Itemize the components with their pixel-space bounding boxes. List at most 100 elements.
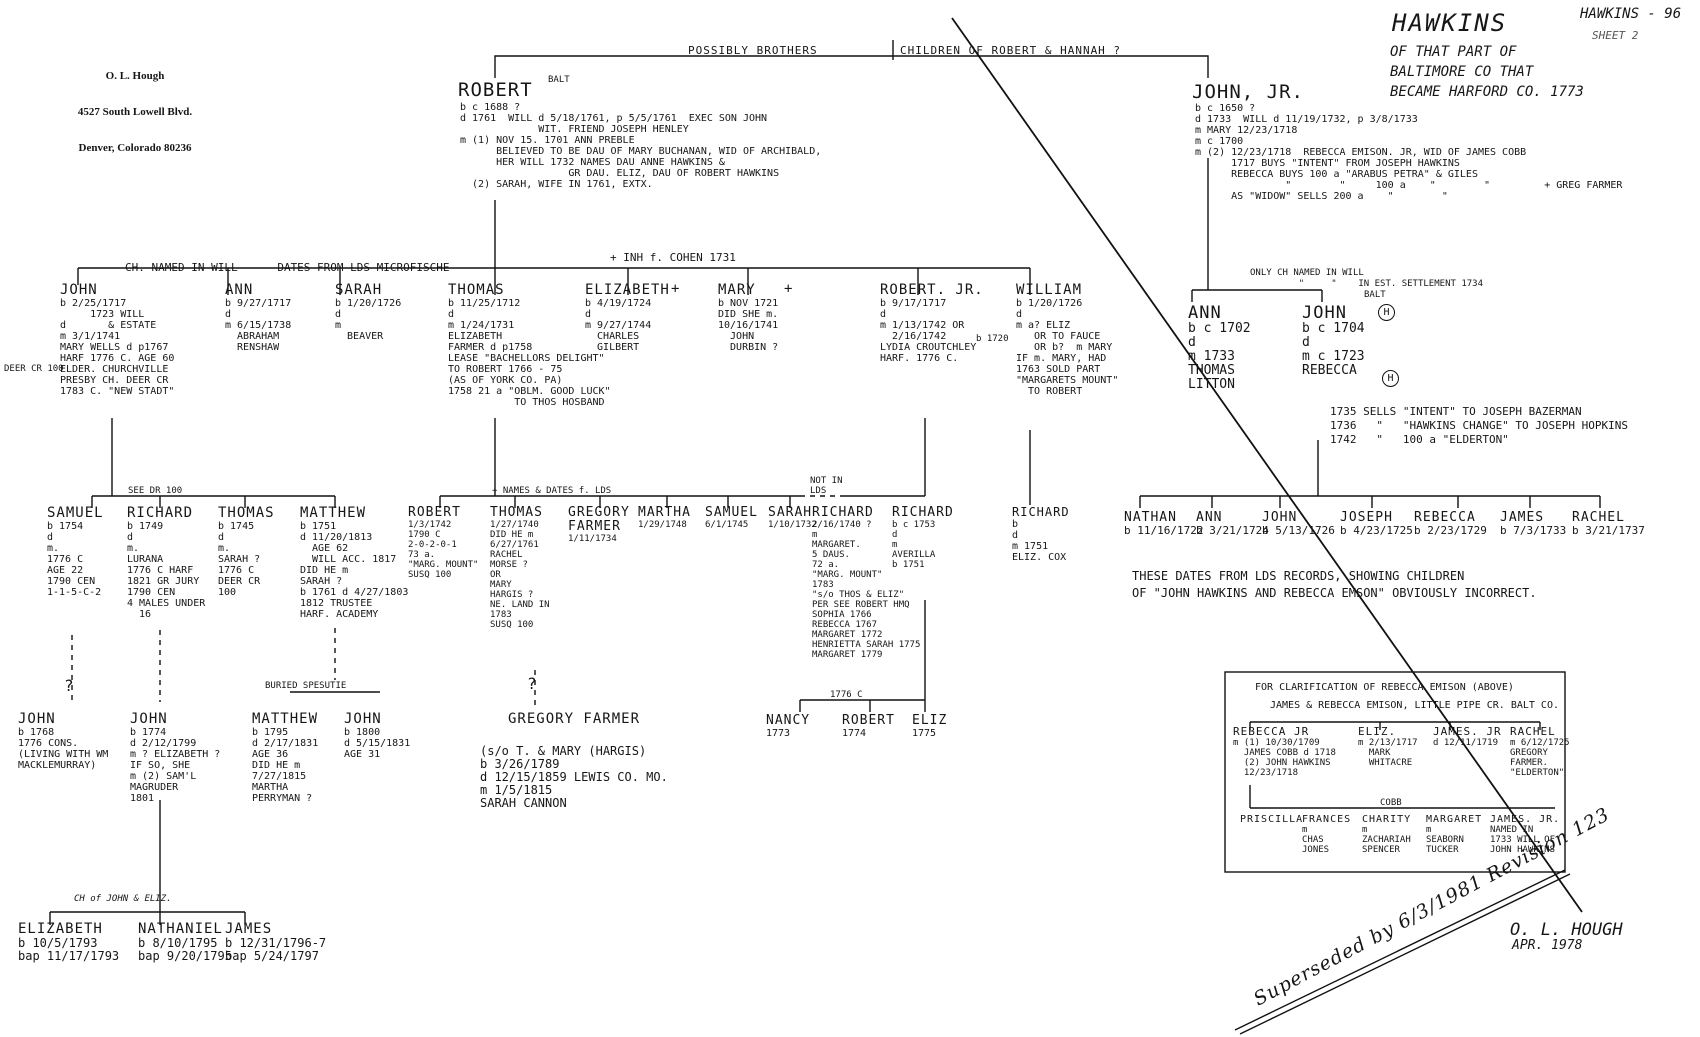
detail-line: "MARG. MOUNT": [812, 570, 883, 580]
person-name: ELIZ: [912, 713, 948, 728]
detail-line: bap 9/20/1795: [138, 949, 232, 963]
census-1776-note: 1776 C: [830, 690, 863, 700]
detail-line: (AS OF YORK CO. PA): [448, 375, 563, 386]
detail-line: DURBIN ?: [718, 342, 779, 353]
detail-line: d 2/17/1831: [252, 738, 319, 749]
person-name: RACHEL: [1572, 510, 1625, 525]
detail-line: m 1733: [1188, 349, 1235, 364]
detail-line: b c 1650 ?: [1195, 103, 1256, 114]
detail-line: SUSQ 100: [408, 570, 452, 580]
clarification-box: [1224, 671, 1566, 873]
clarification-parents: JAMES & REBECCA EMISON, LITTLE PIPE CR. …: [1270, 700, 1559, 711]
detail-line: CHARLES: [585, 331, 640, 342]
person-name: JOHN: [344, 711, 382, 727]
person-name: ANN: [1196, 510, 1223, 525]
possibly-brothers-label: POSSIBLY BROTHERS: [688, 44, 818, 57]
detail-line: OR b? m MARY: [1016, 342, 1113, 353]
detail-line: FARMER d p1758: [448, 342, 533, 353]
clarification-title: FOR CLARIFICATION OF REBECCA EMISON (ABO…: [1255, 682, 1514, 693]
person-details: 1/29/1748: [638, 520, 691, 530]
detail-line: b c 1753: [892, 520, 936, 530]
person-name: SARAH: [768, 505, 813, 520]
john-jr-only-children-note: ONLY CH NAMED IN WILL " " IN EST. SETTLE…: [1250, 268, 1483, 290]
detail-line: b 1774: [130, 727, 167, 738]
detail-line: m MARY 12/23/1718: [1195, 125, 1298, 136]
diagonal-strike-line: [951, 17, 1583, 913]
detail-line: SUSQ 100: [490, 620, 534, 630]
detail-line: TO THOS HOSBAND: [448, 397, 605, 408]
signature-name: O. L. HOUGH: [1510, 920, 1623, 940]
person-name: CHARITY: [1362, 814, 1412, 825]
detail-line: LURANA: [127, 554, 164, 565]
detail-line: 5 DAUS.: [812, 550, 850, 560]
detail-line: d 12/15/1859 LEWIS CO. MO.: [480, 770, 668, 784]
detail-line: SEABORN: [1426, 835, 1464, 845]
person-name: NANCY: [766, 713, 811, 728]
detail-line: b NOV 1721: [718, 298, 779, 309]
detail-line: 1812 TRUSTEE: [300, 598, 373, 609]
person-name: ELIZABETH: [18, 921, 103, 937]
person-details: d 12/11/1719: [1433, 738, 1502, 748]
person-name: FRANCES: [1302, 814, 1352, 825]
person-details: 1/11/1734: [568, 534, 638, 544]
detail-line: MARGARET 1779: [812, 650, 883, 660]
detail-line: bap 5/24/1797: [225, 949, 319, 963]
detail-line: 1717 BUYS "INTENT" FROM JOSEPH HAWKINS: [1195, 158, 1460, 169]
person-details: 1774: [842, 728, 895, 739]
detail-line: " " IN EST. SETTLEMENT 1734: [1250, 279, 1483, 289]
author-name: O. L. Hough: [105, 70, 165, 82]
detail-line: b 1/20/1726: [1016, 298, 1083, 309]
detail-line: m 3/1/1741: [60, 331, 121, 342]
detail-line: 1736 " "HAWKINS CHANGE" TO JOSEPH HOPKIN…: [1330, 419, 1629, 432]
person-name: ROBERT. JR.: [880, 282, 984, 298]
detail-line: 1783: [812, 580, 834, 590]
detail-line: 1742 " 100 a "ELDERTON": [1330, 433, 1509, 446]
detail-line: (2) JOHN HAWKINS: [1233, 758, 1331, 768]
detail-line: d 1761 WILL d 5/18/1761, p 5/5/1761 EXEC…: [460, 113, 768, 124]
subtitle: OF THAT PART OF BALTIMORE CO THAT BECAME…: [1390, 44, 1584, 100]
detail-line: b c 1688 ?: [460, 102, 521, 113]
superseded-underline-2: [1239, 873, 1571, 1035]
detail-line: b 12/31/1796-7: [225, 936, 327, 950]
children-of-label: CHILDREN OF ROBERT & HANNAH ?: [900, 44, 1122, 57]
detail-line: b 1761 d 4/27/1803: [300, 587, 409, 598]
detail-line: 1758 21 a "OBLM. GOOD LUCK": [448, 386, 611, 397]
detail-line: b 1795: [252, 727, 289, 738]
detail-line: 1790 CEN: [127, 587, 176, 598]
detail-line: m: [812, 530, 818, 540]
detail-line: b 10/5/1793: [18, 936, 98, 950]
john-grandchildren-note: CH of JOHN & ELIZ.: [74, 894, 172, 904]
detail-line: TO ROBERT 1766 - 75: [448, 364, 563, 375]
detail-line: b 1/20/1726: [335, 298, 402, 309]
person-birth-date: b 11/16/1722: [1124, 524, 1204, 537]
detail-line: HARGIS ?: [490, 590, 534, 600]
detail-line: 6/1/1745: [705, 520, 749, 530]
detail-line: m 2/13/1717: [1358, 738, 1418, 748]
detail-line: m 6/15/1738: [225, 320, 292, 331]
detail-line: b 11/25/1712: [448, 298, 521, 309]
